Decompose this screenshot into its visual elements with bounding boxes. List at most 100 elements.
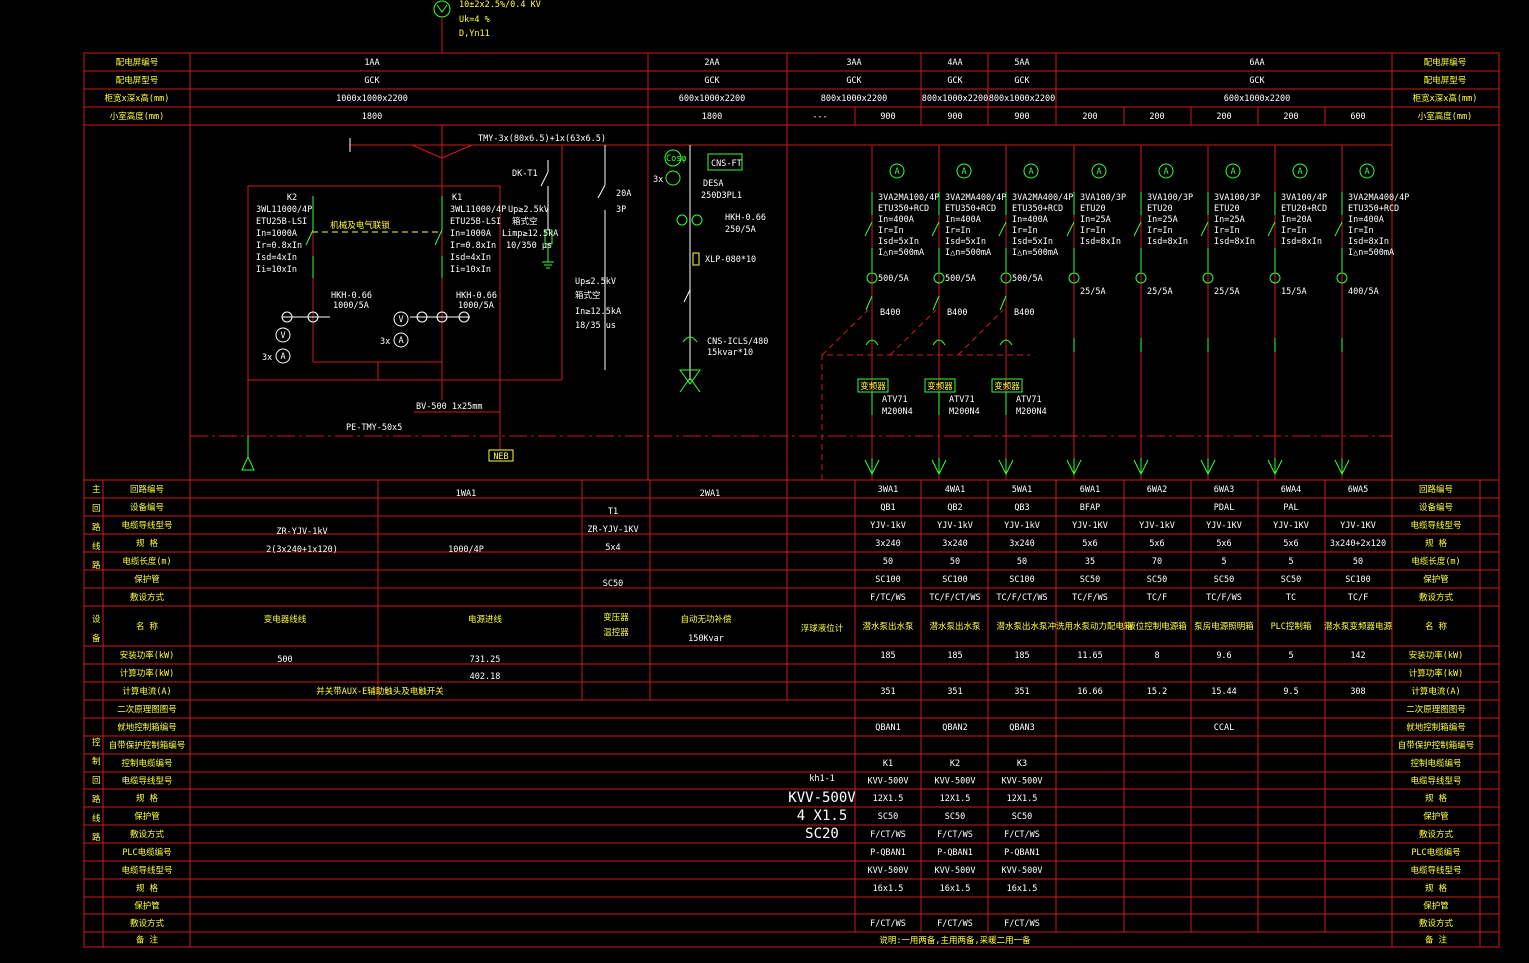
cell-name-6: PLC控制箱 <box>1271 621 1312 632</box>
feeder-5-spec-3: Ir=In <box>1147 226 1173 236</box>
cell-calc-7: 308 <box>1350 687 1365 697</box>
cell-len-1: 50 <box>950 557 960 567</box>
feeder-2-spec-5: I△n=500mA <box>945 248 991 258</box>
panel-2-model: GCK <box>704 76 720 86</box>
row-label-right-22: 保护管 <box>1423 901 1449 912</box>
cell-box-1: QBAN2 <box>942 723 968 733</box>
row-label-right-11: 二次原理图图号 <box>1406 704 1466 715</box>
cell-ctl-1: K2 <box>950 759 960 769</box>
cell-loop-5: 6WA3 <box>1214 485 1234 495</box>
cell-spec-7: 3x240+2x120 <box>1330 539 1386 549</box>
svg-text:A: A <box>398 336 403 346</box>
spd2-wave: 18/35 us <box>575 321 616 331</box>
cell-lay-1: TC/F/CT/WS <box>929 593 980 603</box>
cell-calc-4: 15.2 <box>1147 687 1167 697</box>
cell-calc-1: 351 <box>947 687 962 697</box>
cell-len-5: 5 <box>1221 557 1226 567</box>
feeder-3-spec-4: Isd=5xIn <box>1012 237 1053 247</box>
cell-spec-4: 5x6 <box>1149 539 1164 549</box>
k1-ir: Ir=0.8xIn <box>450 241 496 251</box>
cell-pcable-1: KVV-500V <box>935 866 976 876</box>
cell-plc-1: P-QBAN1 <box>937 848 973 858</box>
spd1-wave: 10/350 μs <box>506 241 552 251</box>
ammeter-glyph: A <box>894 167 899 177</box>
cell-ccable-0: KVV-500V <box>868 777 909 787</box>
section-control: 控制回路线路 <box>92 737 101 843</box>
busbar-spec: TMY-3x(80x6.5)+1x(63x6.5) <box>478 134 606 144</box>
cap-x3: 3x <box>653 175 663 185</box>
cap-bank-rating: 15kvar*10 <box>707 348 753 358</box>
cell-cable-7: YJV-1KV <box>1340 521 1376 531</box>
feeder-1-spec-5: I△n=500mA <box>878 248 924 258</box>
kvv-big-1: KVV-500V <box>788 790 856 806</box>
main-busbar <box>349 125 1392 159</box>
ammeter-glyph: A <box>1297 167 1302 177</box>
cell-loop-6: 6WA4 <box>1281 485 1301 495</box>
k1-label: K1 <box>452 193 462 203</box>
panel-6-height-1: 200 <box>1082 112 1097 122</box>
panel-5-id: 5AA <box>1014 58 1029 68</box>
ammeter-icon <box>1225 163 1241 179</box>
row-label-right-23: 敷设方式 <box>1419 918 1454 929</box>
feeder-7-spec-4: Isd=8xIn <box>1281 237 1322 247</box>
row-label-left-14: 控制电缆编号 <box>121 758 172 769</box>
feeder-8-spec-3: Ir=In <box>1348 226 1374 236</box>
cap-cosphi: Cosφ <box>666 154 686 164</box>
ct-right-model: HKH-0.66 <box>456 291 497 301</box>
spd1-type: 箱式空 <box>512 216 538 227</box>
cell-pspec-2: 16x1.5 <box>1007 884 1038 894</box>
cell-lay-2: TC/F/CT/WS <box>996 593 1047 603</box>
section-equipment: 设备 <box>92 614 101 644</box>
row-label-left-10: 计算电流(A) <box>122 686 171 697</box>
cell-spec-2: 3x240 <box>1009 539 1035 549</box>
panel-3-height-b: 900 <box>880 112 895 122</box>
cell-loop-2: 5WA1 <box>1012 485 1032 495</box>
feeder-5-spec-0: 3VA100/3P <box>1147 193 1193 203</box>
panel-4-id: 4AA <box>947 58 962 68</box>
feeder-arrow-icon <box>1267 458 1283 476</box>
cell-inst-6: 5 <box>1288 651 1293 661</box>
feeder-4-spec-1: ETU20 <box>1080 204 1106 214</box>
cell-inst-4: 8 <box>1154 651 1159 661</box>
cell-lay-6: TC <box>1286 593 1296 603</box>
switch-20a-symbol <box>597 145 606 370</box>
cap-reactor: XLP-080*10 <box>705 255 756 265</box>
panel-4-size: 800x1000x2200 <box>922 94 989 104</box>
ct-left-ratio: 1000/5A <box>333 301 369 311</box>
panel-6-height-4: 200 <box>1283 112 1298 122</box>
spd2-type: 箱式空 <box>575 290 601 301</box>
cell-dev-1: QB2 <box>947 503 962 513</box>
cap-fuse-model: DESA <box>703 179 723 189</box>
k1-model: 3WL11000/4P <box>450 205 506 215</box>
ammeter-glyph: A <box>1096 167 1101 177</box>
cell-dev-0: QB1 <box>880 503 895 513</box>
note-1wa: 并关带AUX-E辅助触头及电触开关 <box>316 686 444 697</box>
k2-model: 3WL11000/4P <box>256 205 312 215</box>
row-label-right-12: 就地控制箱编号 <box>1406 722 1466 733</box>
cell-len-0: 50 <box>883 557 893 567</box>
row-label-left-19: PLC电缆编号 <box>122 847 171 858</box>
k2-in: In=1000A <box>256 229 297 239</box>
feeder-3-spec-5: I△n=500mA <box>1012 248 1058 258</box>
ammeter-icon <box>1158 163 1174 179</box>
row-label-right-14: 控制电缆编号 <box>1410 758 1461 769</box>
meter-left-x3: 3x <box>262 353 272 363</box>
k2-ii: Ii=10xIn <box>256 265 297 275</box>
cell-cable-1: YJV-1kV <box>937 521 973 531</box>
row-label-right-16: 规 格 <box>1425 793 1448 804</box>
feeder-4-spec-3: Ir=In <box>1080 226 1106 236</box>
ct-right-ratio: 1000/5A <box>458 301 494 311</box>
feeder-6-spec-1: ETU20 <box>1214 204 1240 214</box>
incoming-section-wiring <box>190 145 1392 450</box>
bv-cable-label: BV-500 1x25mm <box>416 402 483 412</box>
feeder-7-spec-0: 3VA100/4P <box>1281 193 1327 203</box>
feeder-2-vfd-model: ATV71 <box>949 395 975 405</box>
row-label-right-6: 敷设方式 <box>1419 592 1454 603</box>
cell-cpipe-0: SC50 <box>878 812 898 822</box>
feeder-1-vfd-spec: M200N4 <box>882 407 913 417</box>
k2-ir: Ir=0.8xIn <box>256 241 302 251</box>
cell-ccable-2: KVV-500V <box>1002 777 1043 787</box>
equip-name-1a: 变电器线线 <box>264 614 307 625</box>
row-label-left-17: 保护管 <box>134 811 160 822</box>
